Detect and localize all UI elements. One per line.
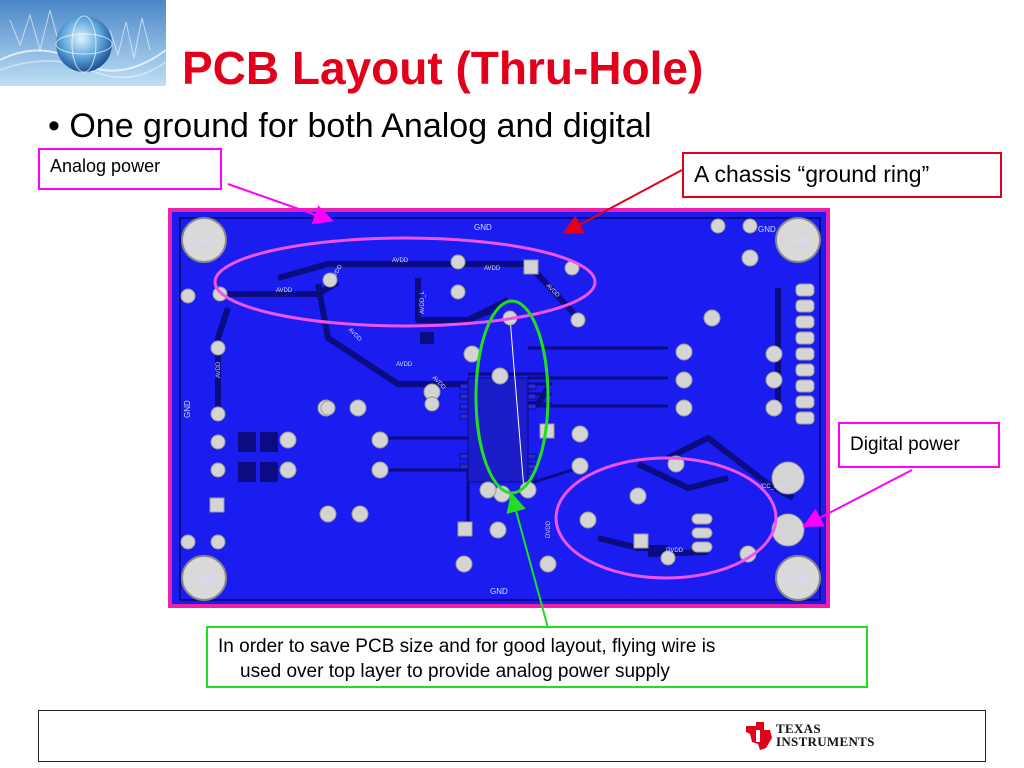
avdd-label: AVDD xyxy=(484,266,501,272)
corner-gnd-label: GND xyxy=(194,236,215,246)
ground-ring-trace xyxy=(179,217,821,601)
dvdd-label: DVDD xyxy=(546,520,552,538)
avdd-label: AVDD xyxy=(276,288,293,294)
analog-power-callout: Analog power xyxy=(38,148,222,190)
ti-word-texas: Texas xyxy=(776,721,821,736)
footer-bar xyxy=(38,710,986,762)
right-gnd-label: GND xyxy=(758,225,776,234)
avdd-label: AVDD xyxy=(396,362,413,368)
digital-power-callout: Digital power xyxy=(838,422,1000,468)
avdd-label: AVDD xyxy=(392,258,409,264)
chassis-ring-callout: A chassis “ground ring” xyxy=(682,152,1002,198)
header-globe-logo xyxy=(0,0,166,86)
bottom-gnd-label: GND xyxy=(490,587,508,596)
flying-wire-callout: In order to save PCB size and for good l… xyxy=(206,626,868,688)
flying-wire-text-line1: In order to save PCB size and for good l… xyxy=(218,636,716,657)
pcb-board: GND GND GND GND GND GND GND GND xyxy=(168,208,830,608)
globe-icon xyxy=(0,0,166,86)
ic-chip xyxy=(459,377,537,483)
smd-components xyxy=(238,332,434,482)
corner-gnd-label: GND xyxy=(194,574,215,584)
corner-gnd-label: GND xyxy=(788,574,809,584)
ti-logo-icon xyxy=(746,722,772,750)
avdd-label: AVDD xyxy=(216,361,222,378)
corner-gnd-pads xyxy=(181,217,821,601)
avdd-l-label: AVDD_L xyxy=(420,290,426,314)
vcc-ext-label: VCC_EXT xyxy=(758,484,786,490)
ti-wordmark: Texas Instruments xyxy=(776,722,875,748)
left-gnd-label: GND xyxy=(183,400,192,418)
corner-gnd-label: GND xyxy=(788,236,809,246)
large-pads xyxy=(771,461,805,547)
bullet-point: • One ground for both Analog and digital xyxy=(48,107,652,145)
dvdd-label: DVDD xyxy=(666,548,684,554)
slide-title: PCB Layout (Thru-Hole) xyxy=(182,42,704,94)
top-gnd-label: GND xyxy=(474,223,492,232)
ti-word-instruments: Instruments xyxy=(776,734,875,749)
flying-wire-text-line2: used over top layer to provide analog po… xyxy=(240,661,670,682)
